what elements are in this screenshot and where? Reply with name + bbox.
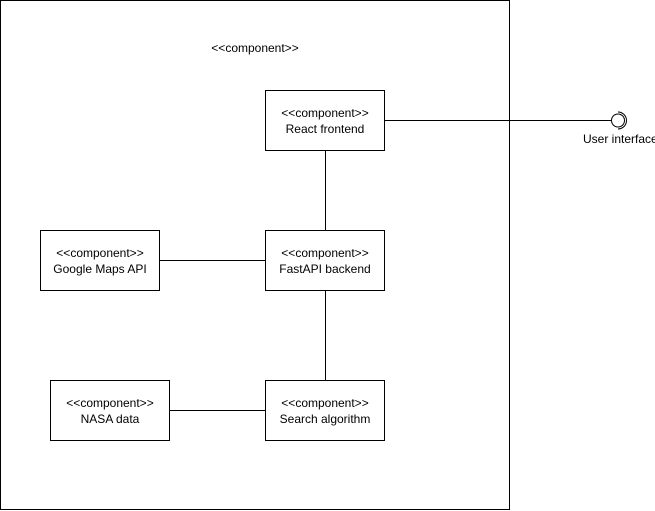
- component-search-algorithm[interactable]: <<component>> Search algorithm: [265, 380, 385, 441]
- interface-label: User interface: [583, 132, 655, 146]
- component-name: NASA data: [80, 411, 140, 426]
- component-name: Google Maps API: [53, 261, 147, 276]
- component-name: React frontend: [285, 121, 365, 136]
- component-fastapi-backend[interactable]: <<component>> FastAPI backend: [265, 230, 385, 291]
- component-name: Search algorithm: [279, 411, 371, 426]
- component-stereotype: <<component>>: [281, 245, 369, 260]
- interface-socket-icon: [617, 111, 627, 130]
- component-stereotype: <<component>>: [281, 105, 369, 120]
- component-nasa-data[interactable]: <<component>> NASA data: [50, 380, 170, 441]
- component-react-frontend[interactable]: <<component>> React frontend: [265, 90, 385, 151]
- component-stereotype: <<component>>: [66, 395, 154, 410]
- interface-lollipop-icon: [611, 113, 625, 128]
- component-stereotype: <<component>>: [281, 395, 369, 410]
- component-name: FastAPI backend: [279, 261, 371, 276]
- outer-component-stereotype: <<component>>: [211, 41, 299, 55]
- component-google-maps-api[interactable]: <<component>> Google Maps API: [40, 230, 160, 291]
- component-stereotype: <<component>>: [56, 245, 144, 260]
